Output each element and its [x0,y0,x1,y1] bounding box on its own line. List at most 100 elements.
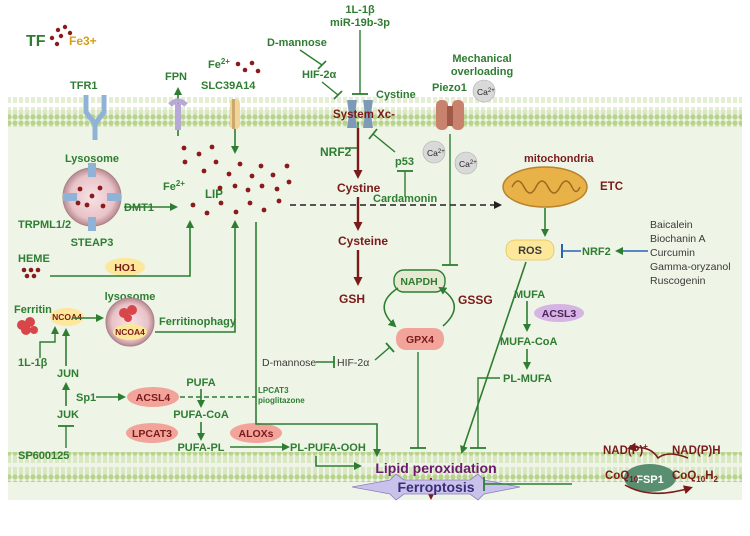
inhibitor-list: Baicalein Biochanin A Curcumin Gamma-ory… [650,219,731,287]
lysosome-small-label: lysosome [105,291,156,303]
juk-label: JUK [57,409,79,421]
fe2-lip-label: Fe2+ [163,179,185,193]
pufa-coa-label: PUFA-CoA [173,409,229,421]
napdh-label: NAPDH [400,276,437,288]
ferritinophagy-label: Ferritinophagy [159,316,237,328]
tfr1-label: TFR1 [70,80,98,92]
jun-label: JUN [57,368,79,380]
heme-dots [21,267,41,279]
fe3-label: Fe3+ [69,34,97,48]
lpcat3-badge [126,423,178,443]
mufa-label: MUFA [514,289,545,301]
lysosome-top-label: Lysosome [65,153,119,165]
alox-badge [230,423,282,443]
gpx4-label: GPX4 [406,334,434,346]
nrf2-center-label: NRF2 [320,145,352,159]
gsh-label: GSH [339,292,365,306]
pufa-pl-label: PUFA-PL [177,442,224,454]
piezo1-label: Piezo1 [432,82,467,94]
fpn-transporter-icon [168,98,188,130]
heme-label: HEME [18,253,50,265]
coq10-label: CoQ10 [605,470,639,484]
slc39a14-transporter-icon [230,99,240,129]
fe3-dots [49,24,73,47]
acsl4-label: ACSL4 [136,392,171,404]
coq10h2-label: CoQ10H2 [672,470,719,484]
fpn-label: FPN [165,71,187,83]
pufa-label: PUFA [186,377,215,389]
ncoa4-a-badge [50,308,84,326]
cystine-label: Cystine [337,181,381,195]
ca-int-bubble-2: Ca2+ [454,151,478,175]
acsl3-label: ACSL3 [542,308,577,320]
lysosome-channel-icons [63,163,121,231]
mechanical-label-2: overloading [451,66,513,78]
mir19b-label: miR-19b-3p [330,17,390,29]
plmufa-inhibit-line [477,377,500,448]
ncoa4-a-label: NCOA4 [52,312,82,322]
p53-inhibit-line [372,133,396,153]
ca-int-bubble-1: Ca2+ [422,140,446,164]
svg-text:Ca2+: Ca2+ [427,148,445,158]
inhibitor-item: Biochanin A [650,233,705,245]
inhibitor-item: Curcumin [650,247,695,259]
ooh-to-lipid-arrow [315,456,362,470]
cystine-membrane-label: Cystine [376,89,416,101]
tf-label: TF [26,33,46,50]
alox-label: ALOXs [238,428,273,440]
bottom-membrane [8,452,742,482]
labile-iron-pool-dots [181,144,292,216]
slc39a14-label: SLC39A14 [201,80,256,92]
d-mannose-top-inhibit [299,49,323,66]
ncoa4-b-label: NCOA4 [115,327,145,337]
il1b-top-label: 1L-1β [345,4,375,16]
lpcat3-label: LPCAT3 [132,428,172,440]
ros-to-lipid-arrow [460,261,527,454]
inhibitor-item: Ruscogenin [650,275,706,287]
hif2a-top-label: HIF-2α [302,69,337,81]
lpcat3-pio-label-1: LPCAT3 [258,386,289,395]
top-membrane [8,97,742,127]
sp600125-label: SP600125 [18,450,69,462]
il1b-left-label: 1L-1β [18,357,48,369]
nadph-label: NAD(P)H [672,445,721,457]
coq10-to-coq10h2-arrow [624,484,693,495]
ros-box [505,239,555,261]
ferritin-label: Ferritin [14,304,52,316]
sp1-label: Sp1 [76,392,96,404]
inhibitor-item: Gamma-oryzanol [650,261,731,273]
ros-label: ROS [518,245,542,257]
mitochondria-icon [502,166,588,208]
inhibitor-item: Baicalein [650,219,693,231]
lip-label: LIP [205,189,223,201]
lysosome-small-ferritin-icon [119,305,137,322]
trpml12-label: TRPML1/2 [18,219,71,231]
dmt1-label: DMT1 [124,202,154,214]
svg-text:Ca2+: Ca2+ [477,87,495,97]
fsp1-label: FSP1 [636,474,664,486]
fsp1-badge [624,464,676,492]
d-mannose-mid-label: D-mannose [262,357,316,369]
pl-mufa-label: PL-MUFA [503,373,552,385]
mechanical-label-1: Mechanical [452,53,511,65]
il1b-to-ncoa4-arrow [39,326,59,358]
cysteine-label: Cysteine [338,234,388,248]
hif2a-mid-label: HIF-2α [337,357,369,369]
napdh-to-gpx4-arrow [383,287,399,328]
p53-label: p53 [395,156,414,168]
fe2-ext-dots [235,60,261,74]
heme-to-lip-arrow [50,220,194,277]
steap3-label: STEAP3 [71,237,114,249]
napdh-box [393,269,446,293]
system-xc-transporter-icon [347,100,373,128]
gpx4-to-napdh-arrow [438,286,456,327]
mitochondria-label: mitochondria [524,153,595,165]
ferritin-cluster-icon [17,317,38,335]
lpcat3-pio-label-2: pioglitazone [258,396,305,405]
ca-ext-bubble: Ca2+ [472,79,496,103]
mufa-coa-label: MUFA-CoA [500,336,557,348]
nrf2-right-label: NRF2 [582,246,611,258]
ferroptosis-star-shape [351,473,521,501]
gssg-label: GSSG [458,293,493,307]
fe2-ext-label: Fe2+ [208,57,230,71]
